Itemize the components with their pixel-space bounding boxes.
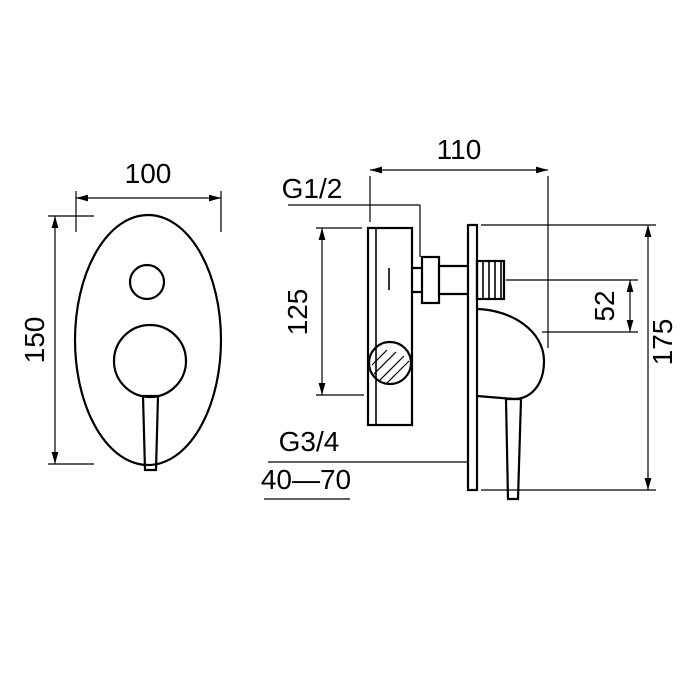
g12-label: G1/2 xyxy=(282,173,343,204)
valve-body xyxy=(366,226,414,427)
wall-depth-range-label: 40—70 xyxy=(261,464,351,495)
handle-side xyxy=(476,307,546,501)
depth-label: 110 xyxy=(437,134,482,165)
top-outlet xyxy=(412,255,506,305)
faceplate-outline xyxy=(73,213,223,467)
diverter-button xyxy=(128,263,166,301)
front-width-dimension: 100 xyxy=(75,158,222,232)
front-height-label: 150 xyxy=(19,317,50,364)
top-to-inlet-label: 125 xyxy=(282,289,313,336)
trim-plate-edge xyxy=(466,223,479,492)
handle-hub xyxy=(112,323,188,399)
front-height-dimension: 150 xyxy=(19,215,94,465)
g34-callout: G3/4 xyxy=(268,426,468,463)
handle-dome xyxy=(476,307,546,401)
handle-lever-front xyxy=(141,394,160,472)
bottom-inlet xyxy=(367,340,413,386)
overall-height-label: 175 xyxy=(647,319,678,366)
handle-lever-side xyxy=(504,397,523,501)
g34-label: G3/4 xyxy=(279,426,340,457)
top-to-inlet-dimension: 125 xyxy=(282,227,364,396)
wall-depth-range: 40—70 xyxy=(261,464,351,500)
thread-to-handle-dimension: 52 xyxy=(506,279,638,333)
g12-callout: G1/2 xyxy=(282,173,421,257)
threaded-nipple xyxy=(475,259,506,301)
front-view xyxy=(73,213,223,472)
depth-dimension: 110 xyxy=(369,134,549,348)
front-width-label: 100 xyxy=(125,158,172,189)
side-view xyxy=(366,223,546,501)
overall-height-dimension: 175 xyxy=(481,224,678,491)
thread-to-handle-label: 52 xyxy=(589,290,620,321)
